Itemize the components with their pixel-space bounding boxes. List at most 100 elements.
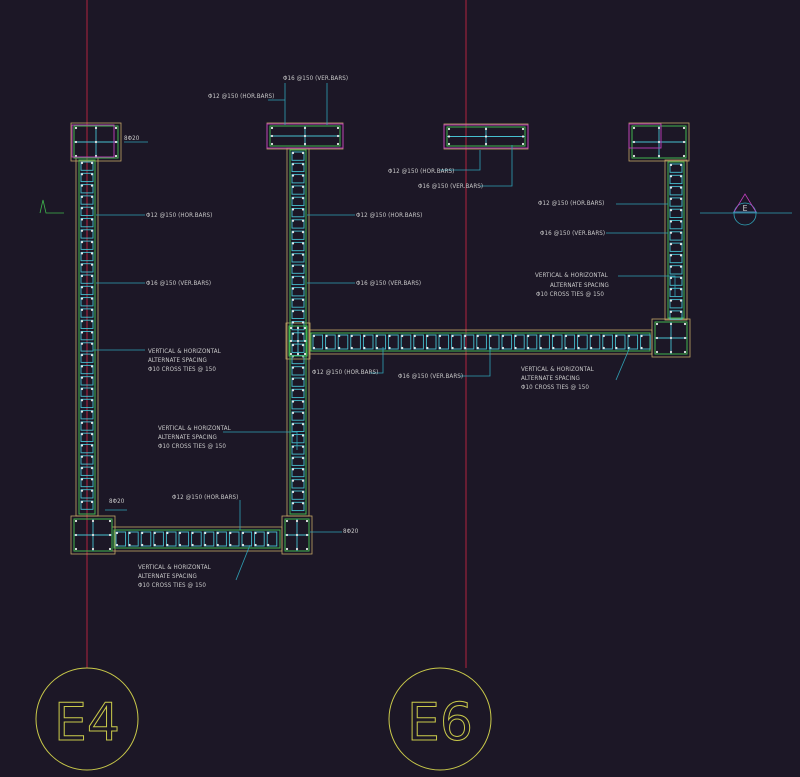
rebar-dot (669, 265, 673, 268)
rebar-dot (166, 543, 169, 547)
label-left-ver: Φ16 @150 (VER.BARS) (146, 279, 211, 287)
cross-tie (291, 196, 305, 206)
cross-tie (216, 531, 227, 547)
rebar-dot (270, 142, 274, 146)
cross-tie (178, 531, 190, 547)
cross-tie (291, 275, 305, 286)
rebar-dot (669, 254, 673, 257)
rebar-dot (301, 411, 305, 414)
rebar-dot (451, 346, 454, 350)
rebar-dot (679, 276, 683, 280)
rebar-dot (514, 334, 517, 338)
rebar-dot (577, 346, 580, 350)
rebar-dot (291, 423, 295, 426)
rebar-dot (291, 151, 295, 155)
cross-tie (669, 253, 683, 264)
rebar-dot (539, 334, 542, 338)
rebar-dot (679, 163, 683, 167)
cross-tie (153, 531, 164, 547)
rebar-dot (90, 241, 94, 244)
rebar-dot (521, 135, 525, 138)
cross-tie (80, 410, 94, 420)
rebar-dot (80, 500, 84, 504)
cross-tie (80, 297, 94, 307)
rebar-dot (289, 339, 293, 343)
rebar-dot (229, 531, 232, 535)
cross-tie (669, 287, 683, 298)
cross-tie (501, 334, 513, 350)
rebar-dot (114, 126, 118, 130)
cross-tie (413, 334, 424, 350)
rebar-dot (90, 252, 94, 255)
cross-tie (291, 456, 305, 466)
rebar-dot (669, 231, 673, 234)
rebar-dot (451, 334, 454, 338)
cross-tie (291, 377, 305, 387)
rebar-dot (90, 500, 94, 504)
rebar-dot (301, 185, 305, 188)
cross-tie (602, 334, 613, 350)
rebar-dot (128, 543, 131, 547)
rebar-dot (90, 263, 94, 266)
rebar-dot (655, 336, 659, 340)
label-horiz-hor: Φ12 @150 (HOR.BARS) (312, 368, 378, 376)
cross-tie (291, 162, 305, 173)
rebar-dot (295, 547, 299, 551)
rebar-dot (669, 350, 673, 354)
rebar-dot (301, 400, 305, 403)
rebar-dot (682, 126, 686, 130)
rebar-dot (590, 334, 593, 338)
rebar-dot (90, 489, 94, 492)
cross-tie (564, 334, 576, 350)
rebar-dot (91, 547, 95, 551)
rebar-dot (657, 126, 661, 130)
rebar-dot (80, 229, 84, 232)
cross-tie (669, 231, 683, 241)
rebar-dot (375, 334, 379, 338)
cross-tie (476, 334, 487, 350)
rebar-dot (291, 490, 295, 494)
rebar-dot (91, 533, 95, 537)
rebar-dot (632, 140, 636, 144)
rebar-dot (539, 346, 542, 350)
label-left-ties-1: VERTICAL & HORIZONTAL (148, 348, 222, 355)
cross-tie (337, 334, 349, 350)
cross-tie (80, 364, 94, 375)
label-left-ties-2: ALTERNATE SPACING (148, 357, 207, 364)
cross-tie (291, 479, 305, 489)
rebar-dot (669, 336, 673, 340)
label-horiz-ties-2: ALTERNATE SPACING (521, 375, 580, 382)
rebar-dot (80, 455, 84, 458)
annotation-labels: Φ16 @150 (VER.BARS) Φ12 @150 (HOR.BARS) … (109, 74, 609, 589)
grid-bubble-e4: E4 (35, 667, 139, 771)
rebar-dot (80, 342, 84, 345)
cross-tie (80, 240, 94, 250)
label-center-ties-3: Φ10 CROSS TIES @ 150 (158, 442, 226, 450)
rebar-dot (312, 346, 316, 350)
rebar-dot (80, 286, 84, 289)
rebar-dot (90, 173, 94, 176)
rebar-dot (301, 377, 305, 381)
rebar-dot (521, 142, 525, 146)
cross-tie (80, 398, 94, 409)
rebar-dot (90, 467, 94, 470)
rebar-dot (141, 543, 144, 547)
label-mid-hor: Φ12 @150 (HOR.BARS) (388, 167, 454, 175)
cross-tie (291, 445, 305, 455)
rebar-dot (615, 334, 618, 338)
rebar-dot (325, 346, 328, 350)
cross-tie (80, 184, 94, 194)
rebar-dot (80, 478, 84, 481)
rebar-dot (291, 332, 295, 335)
rebar-dot (301, 151, 305, 155)
rebar-dot (291, 310, 295, 313)
rebar-dot (301, 298, 305, 301)
rebar-dot (241, 531, 245, 535)
rebar-dot (90, 229, 94, 232)
rebar-dot (291, 344, 295, 347)
rebar-dot (291, 219, 295, 222)
rebar-dot (204, 543, 207, 547)
rebar-dot (336, 126, 340, 130)
wall-horizontal-cage (310, 332, 651, 352)
rebar-dot (285, 547, 289, 551)
